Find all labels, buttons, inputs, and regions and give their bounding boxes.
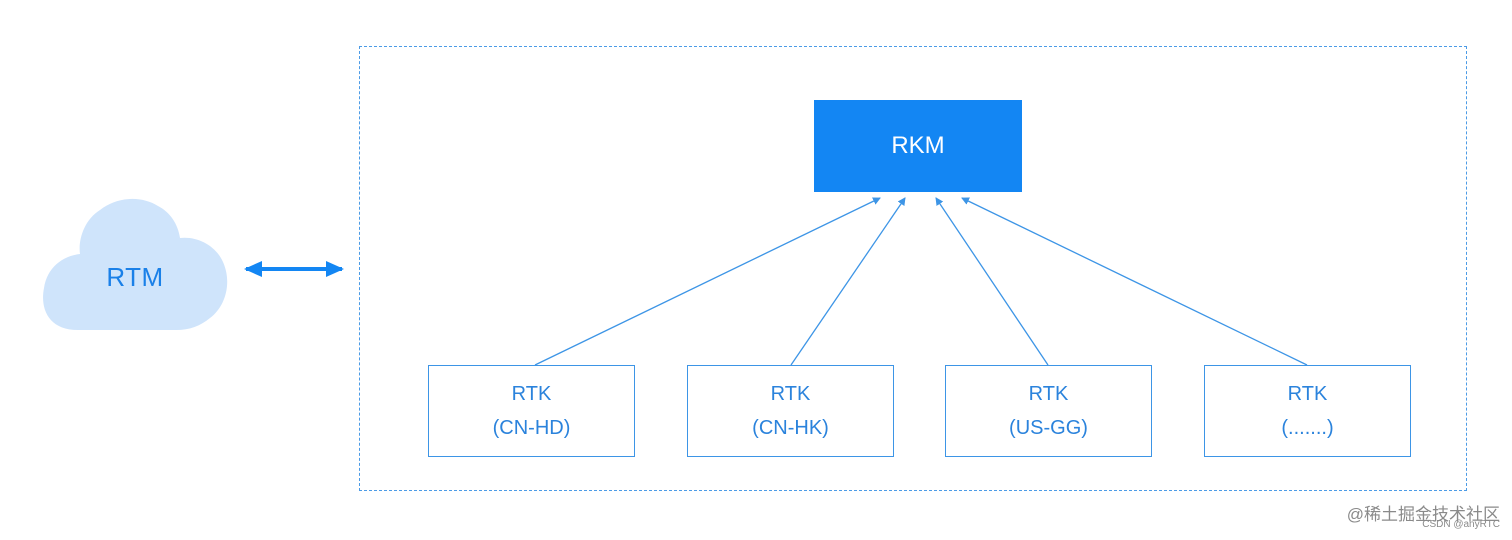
cluster-boundary bbox=[359, 46, 1467, 491]
rtk-node-region: (CN-HK) bbox=[752, 417, 829, 439]
rtk-node-name: RTK bbox=[1287, 383, 1328, 405]
rtk-node-us-gg: RTK (US-GG) bbox=[945, 365, 1152, 457]
rtk-node-region: (US-GG) bbox=[1009, 417, 1088, 439]
watermark-sub: CSDN @anyRTC bbox=[1422, 519, 1500, 530]
rtk-node-more: RTK (.......) bbox=[1204, 365, 1411, 457]
rtk-node-cn-hk: RTK (CN-HK) bbox=[687, 365, 894, 457]
rtk-node-cn-hd: RTK (CN-HD) bbox=[428, 365, 635, 457]
rtk-node-name: RTK bbox=[770, 383, 811, 405]
connector-rtk-1 bbox=[534, 197, 881, 366]
rtm-cloud-shape bbox=[43, 198, 228, 330]
rkm-node: RKM bbox=[814, 100, 1022, 192]
watermark-main: @稀土掘金技术社区 bbox=[1346, 505, 1500, 524]
rtk-node-region: (.......) bbox=[1281, 417, 1334, 439]
rkm-label: RKM bbox=[891, 132, 945, 159]
rtk-node-name: RTK bbox=[1028, 383, 1069, 405]
connector-rtk-2 bbox=[790, 197, 906, 366]
connector-rtk-4 bbox=[961, 197, 1308, 366]
rtk-node-name: RTK bbox=[511, 383, 552, 405]
connector-rtk-3 bbox=[935, 197, 1049, 366]
rtk-node-region: (CN-HD) bbox=[492, 417, 571, 439]
rtm-cloud-label: RTM bbox=[106, 262, 164, 292]
